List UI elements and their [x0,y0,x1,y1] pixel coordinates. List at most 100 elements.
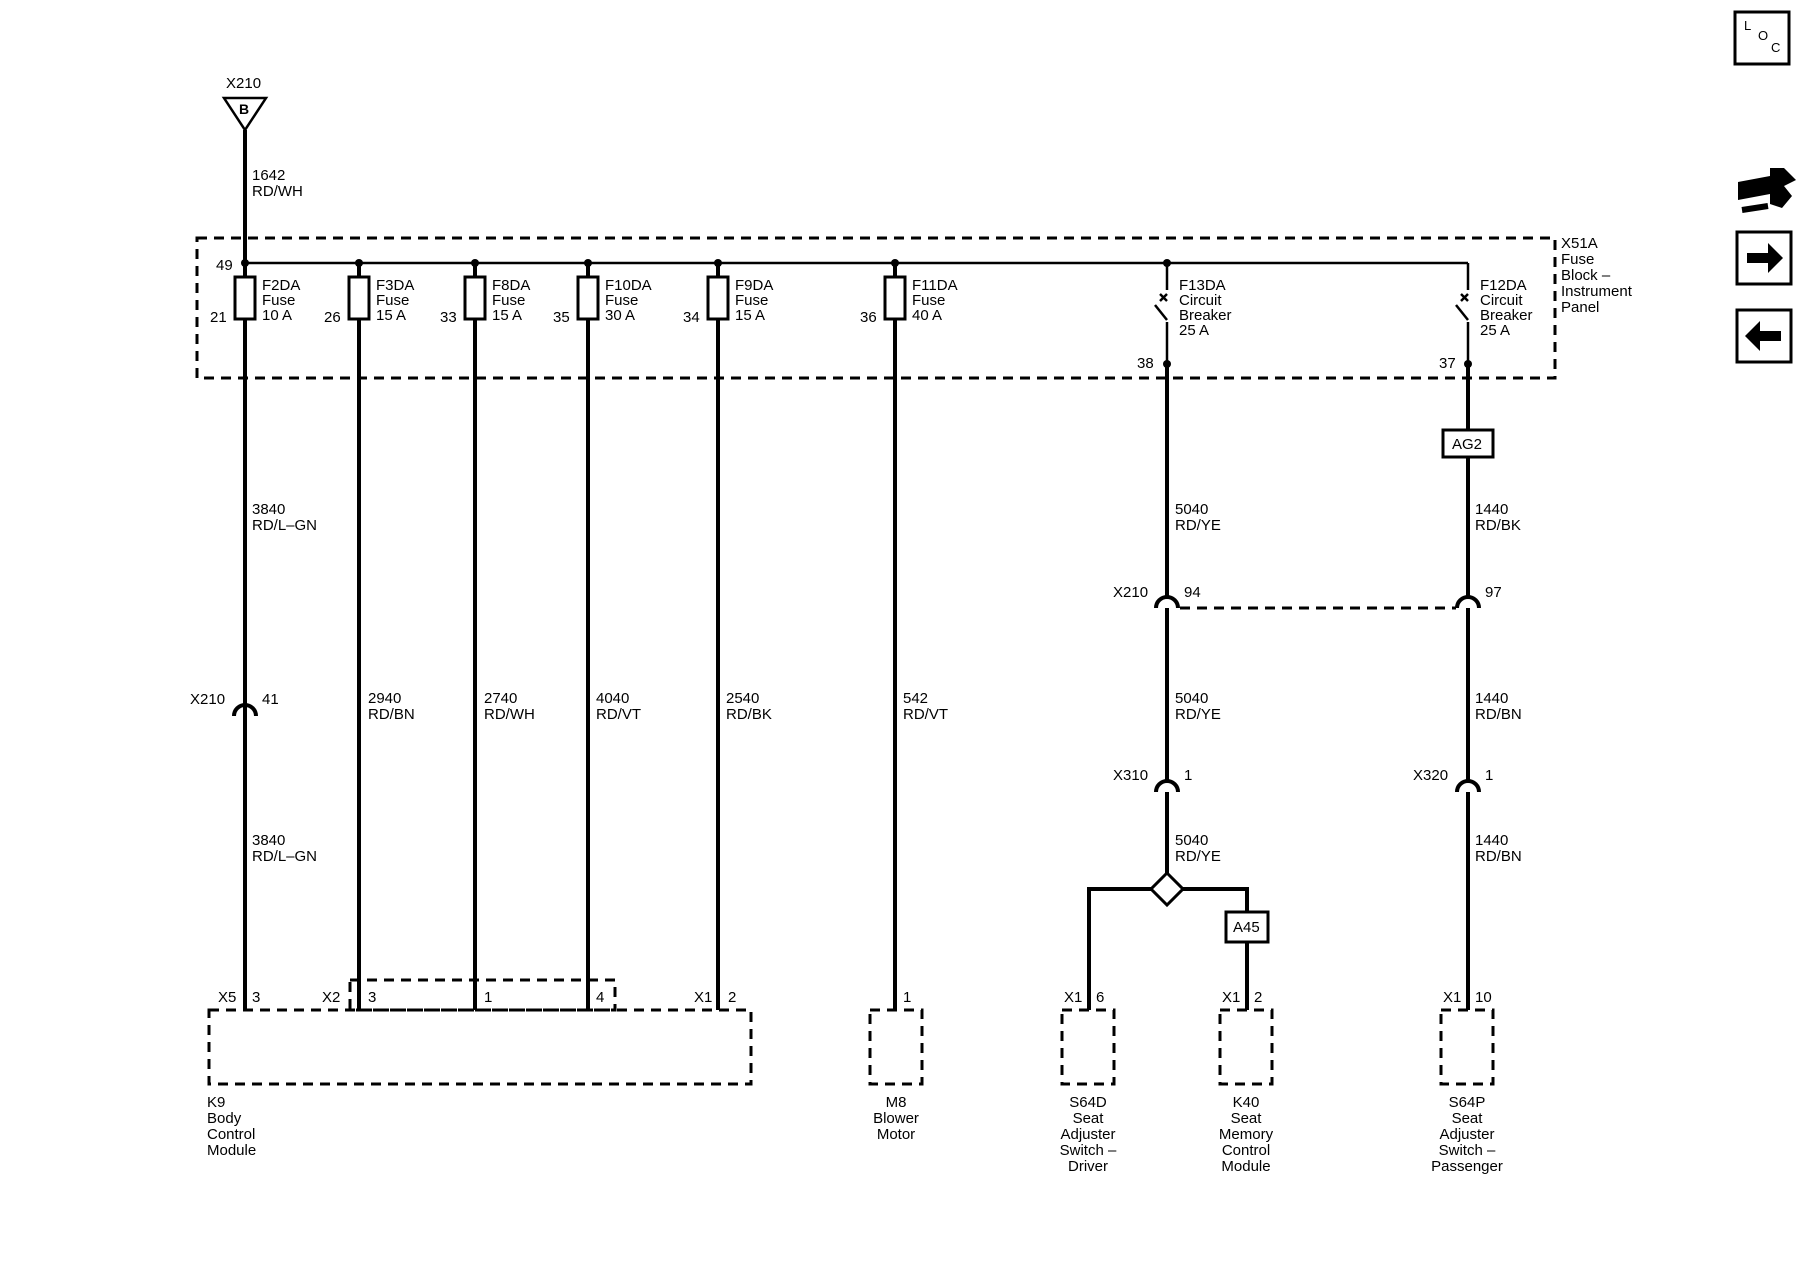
loc-o: O [1758,28,1768,43]
k40-line-3: Control [1222,1142,1270,1159]
fuse-pin: 36 [860,309,877,326]
s64d-line-1: Seat [1073,1110,1105,1127]
s64p-line-4: Passenger [1431,1158,1503,1175]
wire-1440-b-color: RD/BN [1475,706,1522,723]
wire-542-circuit: 542 [903,690,928,707]
connector-name: X210 [1113,584,1148,601]
k9-line-2: Control [207,1126,255,1143]
k40-outline [1218,1008,1274,1086]
k9-x2-conn: X2 [322,989,340,1006]
wire-1440-a-circuit: 1440 [1475,501,1508,518]
s64p-line-3: Switch – [1439,1142,1496,1159]
k9-id: K9 [207,1094,225,1111]
fuse-symbol [706,275,730,321]
fuse-pin: 21 [210,309,227,326]
connector-pin: 41 [262,691,279,708]
fuse-id: F2DA [262,277,300,294]
k9-x2-pin-1: 1 [484,989,492,1006]
k9-x2-pin-3: 3 [368,989,376,1006]
fuse-f9da: F9DA Fuse 15 A 34 [683,259,773,1010]
connector-pin: 1 [1184,767,1192,784]
breaker-contact [1154,304,1168,321]
k40-conn: X1 [1222,989,1240,1006]
m8-outline [868,1008,924,1086]
wire-splice-to-a45 [1183,887,1249,912]
breaker-line2: Breaker [1179,307,1232,324]
wire-top-circuit: 1642 [252,167,285,184]
fuse-f2da: F2DA Fuse 10 A 21 [210,259,300,1010]
breaker-pin: 38 [1137,355,1154,372]
wire-5040-a-color: RD/YE [1175,517,1221,534]
top-connector: X210 B [221,75,269,133]
wire-4040-circuit: 4040 [596,690,629,707]
fuse-id: F11DA [912,277,958,294]
s64d-line-4: Driver [1068,1158,1108,1175]
inline-connector-x320-1: X320 1 [1413,767,1493,1010]
wire-1440-c-color: RD/BN [1475,848,1522,865]
loc-l: L [1744,18,1751,33]
fuse-symbol [576,275,600,321]
k9-x2-connector-outline [348,978,617,1012]
top-connector-triangle [221,96,269,133]
wire-2940-circuit: 2940 [368,690,401,707]
wire-5040-a-circuit: 5040 [1175,501,1208,518]
breaker-f12da: F12DA Circuit Breaker 25 A 37 [1439,263,1533,596]
breaker-contact [1455,304,1469,321]
fuse-f11da: F11DA Fuse 40 A 36 [860,259,958,1010]
wire-2540-circuit: 2540 [726,690,759,707]
fuse-symbol [233,275,257,321]
m8-line-1: Blower [873,1110,919,1127]
k9-pin: 3 [252,989,260,1006]
fuse-rating: 15 A [735,307,765,324]
inline-connector-x210-97: 97 [1455,584,1502,780]
s64p-id: S64P [1449,1094,1486,1111]
wire-5040-c-color: RD/YE [1175,848,1221,865]
k9-x1-pin: 2 [728,989,736,1006]
connector-pin: 94 [1184,584,1201,601]
fuse-f8da: F8DA Fuse 15 A 33 [440,259,530,1010]
breaker-id: F13DA [1179,277,1226,294]
fuse-type: Fuse [605,292,638,309]
inline-connector-x210-94: X210 94 [1113,584,1201,780]
fuse-id: F8DA [492,277,530,294]
inline-connector-x310-1: X310 1 [1113,767,1192,873]
arrow-left-icon[interactable] [1735,308,1793,364]
arrow-right-icon[interactable] [1735,230,1793,286]
s64d-conn: X1 [1064,989,1082,1006]
fuse-rating: 15 A [492,307,522,324]
k40-line-4: Module [1221,1158,1270,1175]
breaker-pin: 37 [1439,355,1456,372]
breaker-line1: Circuit [1480,292,1523,309]
fuse-pin: 33 [440,309,457,326]
wire-2540-color: RD/BK [726,706,772,723]
wire-5040-b-circuit: 5040 [1175,690,1208,707]
connector-name: X210 [190,691,225,708]
k9-line-3: Module [207,1142,256,1159]
k40-pin: 2 [1254,989,1262,1006]
connector-tool-icon[interactable] [1738,168,1796,213]
location-icon[interactable]: L O C [1733,10,1791,66]
wire-3840-upper-circuit: 3840 [252,501,285,518]
s64d-pin: 6 [1096,989,1104,1006]
breaker-rating: 25 A [1480,322,1510,339]
a45-label: A45 [1233,919,1260,936]
top-connector-letter: B [239,101,249,117]
k40-line-1: Seat [1231,1110,1263,1127]
wire-5040-b-color: RD/YE [1175,706,1221,723]
splice-diamond [1148,870,1186,908]
s64d-id: S64D [1069,1094,1107,1111]
breaker-rating: 25 A [1179,322,1209,339]
fuse-symbol [883,275,907,321]
fuse-id: F10DA [605,277,652,294]
s64p-conn: X1 [1443,989,1461,1006]
s64d-line-3: Switch – [1060,1142,1117,1159]
fuse-type: Fuse [376,292,409,309]
k40-line-2: Memory [1219,1126,1274,1143]
breaker-f13da: F13DA Circuit Breaker 25 A 38 [1137,259,1232,596]
k9-outline [207,1008,753,1086]
fuse-type: Fuse [262,292,295,309]
fuse-type: Fuse [492,292,525,309]
fuse-pin: 26 [324,309,341,326]
